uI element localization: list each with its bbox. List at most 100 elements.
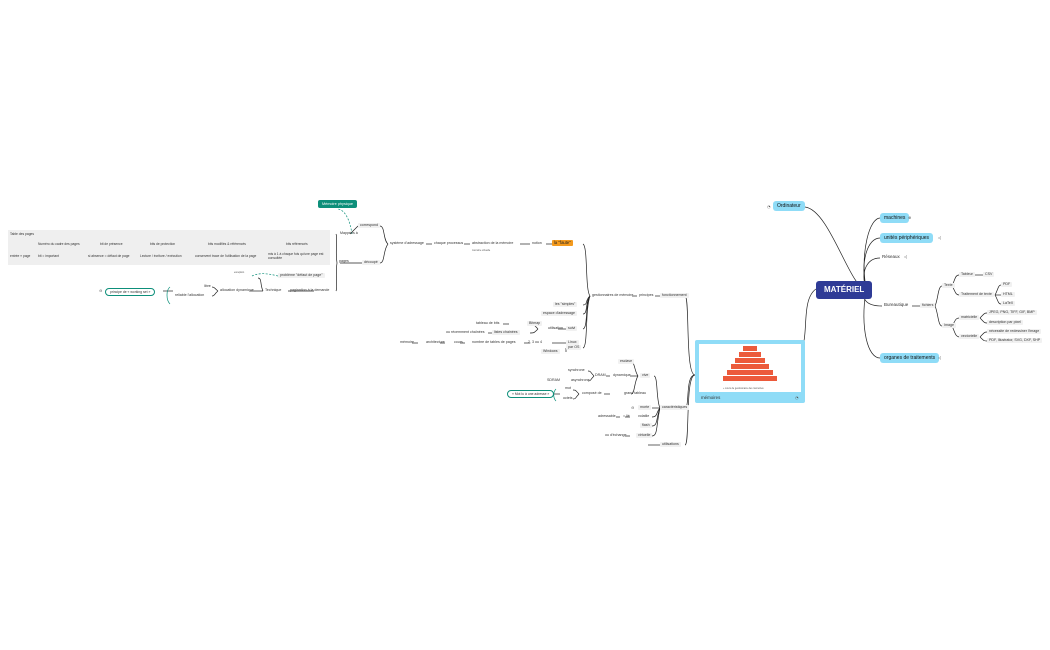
node-abstraction[interactable]: abstraction de la mémoire (472, 241, 514, 245)
node-volatile[interactable]: volatile (638, 414, 650, 418)
node-par-os[interactable]: par OS (566, 345, 582, 350)
node-tableau-bits[interactable]: tableau de bits (476, 321, 500, 325)
node-jpeg[interactable]: JPEG, PNG, TIFF, GIF, BMP (987, 310, 1037, 315)
node-image[interactable]: Image (942, 323, 956, 328)
table-title: Table des pages (10, 232, 35, 236)
collapse-icon[interactable]: ⊕ (908, 215, 912, 220)
node-asynchrone[interactable]: asynchrone (571, 378, 590, 382)
node-windows[interactable]: Windows (541, 349, 560, 354)
table-header: bit de présence (100, 242, 123, 246)
node-latex[interactable]: LaTeX (1001, 301, 1016, 306)
table-des-pages[interactable]: Table des pages Numéro du cadre des page… (8, 230, 330, 265)
root-node[interactable]: MATÉRIEL (816, 281, 873, 299)
node-pages[interactable]: pages (339, 259, 349, 263)
node-notion[interactable]: notion (532, 241, 542, 245)
node-probleme[interactable]: problème "défaut de page" (278, 273, 325, 278)
node-octets[interactable]: octets (563, 396, 573, 400)
node-gestionnaire[interactable]: gestionnaires de mémoire (592, 293, 634, 297)
node-description-pixel[interactable]: description par pixel (987, 320, 1023, 325)
node-matricielle[interactable]: matricielle (959, 315, 980, 320)
node-memoire-physique[interactable]: Mémoire physique (318, 200, 358, 208)
table-header: bits de protection (150, 242, 176, 246)
node-listes[interactable]: listes chainées (492, 330, 520, 335)
node-morte[interactable]: morte (638, 405, 652, 410)
node-architecture[interactable]: architecture (426, 340, 445, 344)
node-les-simples[interactable]: les "simples" (553, 302, 578, 307)
node-utilisation[interactable]: utilisation (548, 326, 563, 330)
node-technique[interactable]: Technique (265, 288, 282, 292)
node-adressable[interactable]: adressable (598, 414, 616, 418)
node-bitmap-link[interactable]: Bitmap (527, 321, 543, 326)
node-sdram[interactable]: SDRAM (547, 378, 560, 382)
node-mot[interactable]: mot (565, 386, 571, 390)
node-libre[interactable]: libre (204, 284, 211, 288)
node-dynamique[interactable]: dynamique (613, 373, 631, 377)
memoire-label[interactable]: mémoires (701, 395, 721, 400)
node-vive[interactable]: vive (640, 373, 651, 378)
node-memoire-phys[interactable]: mémoire (400, 340, 414, 344)
node-grand-tableau[interactable]: grand tableau (624, 391, 646, 395)
node-echange[interactable]: ou d'échange (605, 433, 627, 437)
table-row-label: entrée « page (10, 254, 31, 258)
node-systeme[interactable]: système d'adressage (390, 241, 424, 245)
note-icon: ◔ (767, 204, 771, 209)
node-necessite[interactable]: nécessite de redessiner l'image (987, 329, 1042, 334)
node-flash[interactable]: flash (640, 423, 652, 428)
node-csv[interactable]: CSV (983, 272, 995, 277)
node-pdf[interactable]: PDF (1001, 282, 1013, 287)
node-reseaux[interactable]: Réseaux (882, 254, 900, 259)
node-composee[interactable]: composé de (582, 391, 602, 395)
node-ou-chainee[interactable]: ou récemment chaînées (446, 330, 485, 334)
collapse-icon[interactable]: ◁ (938, 235, 942, 240)
node-mappees[interactable]: Mappées à (340, 231, 358, 235)
node-cours[interactable]: cours (454, 340, 463, 344)
node-correspond[interactable]: correspond (358, 223, 380, 228)
collapse-icon[interactable]: ◁ (904, 254, 908, 259)
node-reliable[interactable]: reliable l'allocation (175, 293, 205, 297)
collapse-icon[interactable]: ⊖ (631, 405, 635, 410)
node-synchrone[interactable]: synchrone (568, 368, 585, 372)
node-unites-peripheriques[interactable]: unités périphériques (880, 233, 934, 243)
node-allocation[interactable]: allocation dynamique (220, 288, 254, 292)
node-principes[interactable]: principes (639, 293, 654, 297)
node-pdf-illustrator[interactable]: PDF, Illustrator, SVG, DXF, SHP (987, 338, 1043, 343)
node-ordinateur[interactable]: Ordinateur (773, 201, 805, 211)
table-header: Numéro du cadre des pages (38, 242, 80, 246)
node-taille[interactable]: Linux (566, 340, 579, 345)
node-html[interactable]: HTML (1001, 292, 1015, 297)
node-fonctionnement[interactable]: fonctionnement (660, 293, 689, 298)
node-virtuelle[interactable]: virtuelle (636, 433, 653, 438)
node-bureautique[interactable]: Bureautique (884, 302, 909, 307)
node-machines[interactable]: machines (880, 213, 910, 223)
table-cell: bit = important (38, 254, 59, 258)
node-espace-adressage[interactable]: espace d'adressage (541, 311, 578, 316)
table-cell: si absence = défaut de page (88, 254, 130, 258)
collapse-icon[interactable]: ◁ (938, 355, 942, 360)
table-header: bits référencés (286, 242, 308, 246)
note-icon: ◔ (795, 395, 799, 400)
node-vectorielle[interactable]: vectorielle (959, 334, 980, 339)
node-a-lie[interactable]: = lié (623, 414, 630, 418)
pyramid-caption: + cours de gestionnaire des mémoires (723, 387, 764, 390)
node-decoupe[interactable]: découpé (362, 260, 380, 265)
collapse-icon[interactable]: ⊖ (99, 288, 103, 293)
node-esclave[interactable]: esclave (618, 359, 635, 364)
node-chaque-processus[interactable]: chaque processus (434, 241, 464, 245)
node-caracteristiques[interactable]: caractéristiques (660, 405, 690, 410)
node-deux-trois[interactable]: 2, 3 ou 4 (528, 340, 542, 344)
node-chaque-mot[interactable]: « Mot lu à une adresse » (507, 390, 555, 398)
node-texte[interactable]: Texte (942, 283, 955, 288)
node-working-set[interactable]: principe de « working set » (105, 288, 156, 296)
node-suivi[interactable]: suivi (566, 326, 578, 331)
node-nombre-tables[interactable]: nombre de tables de pages (472, 340, 516, 344)
node-traitement-texte[interactable]: Traitement de texte (959, 292, 994, 297)
node-utilisations[interactable]: utilisations (660, 442, 681, 447)
node-dram[interactable]: DRAM (595, 373, 606, 377)
node-organes-traitements[interactable]: organes de traitements (880, 353, 940, 363)
node-tableur[interactable]: Tableur (959, 272, 975, 277)
node-fichiers[interactable]: fichiers (920, 303, 936, 308)
memoire-image-box[interactable]: + cours de gestionnaire des mémoires mém… (695, 340, 805, 403)
node-la-faute[interactable]: la "faute" (552, 240, 573, 246)
node-pagination[interactable]: pagination à la demande (290, 288, 330, 292)
